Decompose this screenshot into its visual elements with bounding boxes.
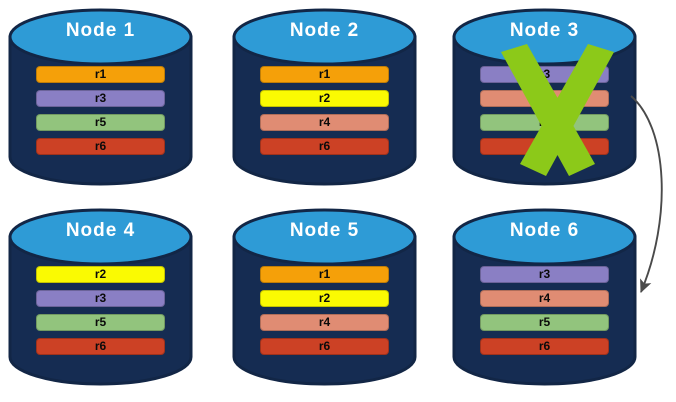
record-bar[interactable]: r6	[480, 338, 609, 355]
record-bar[interactable]: r5	[480, 114, 609, 131]
record-bar[interactable]: r5	[480, 314, 609, 331]
record-bar[interactable]: r2	[260, 290, 389, 307]
record-bar[interactable]: r2	[260, 90, 389, 107]
record-bar[interactable]: r4	[480, 90, 609, 107]
record-bar[interactable]: r6	[260, 138, 389, 155]
record-bar[interactable]: r4	[260, 114, 389, 131]
record-bar[interactable]: r2	[36, 266, 165, 283]
cylinder-top-disc	[232, 8, 417, 66]
cylinder-top-disc	[452, 208, 637, 266]
record-bar[interactable]: r3	[36, 90, 165, 107]
record-bar[interactable]: r6	[260, 338, 389, 355]
record-bar[interactable]: r3	[480, 266, 609, 283]
record-list: r1 r3 r5 r6	[36, 66, 165, 155]
cylinder-top-disc	[8, 8, 193, 66]
record-list: r2 r3 r5 r6	[36, 266, 165, 355]
record-bar[interactable]: r1	[36, 66, 165, 83]
record-bar[interactable]: r1	[260, 266, 389, 283]
record-bar[interactable]: r4	[260, 314, 389, 331]
record-bar[interactable]: r4	[480, 290, 609, 307]
record-bar[interactable]: r3	[480, 66, 609, 83]
record-bar[interactable]: r6	[480, 138, 609, 155]
cylinder-top-disc	[8, 208, 193, 266]
record-bar[interactable]: r6	[36, 138, 165, 155]
cylinder-top-disc	[452, 8, 637, 66]
record-list: r3 r4 r5 r6	[480, 266, 609, 355]
cylinder-top-disc	[232, 208, 417, 266]
record-bar[interactable]: r5	[36, 314, 165, 331]
record-bar[interactable]: r3	[36, 290, 165, 307]
record-bar[interactable]: r6	[36, 338, 165, 355]
record-list: r3 r4 r5 r6	[480, 66, 609, 155]
record-bar[interactable]: r5	[36, 114, 165, 131]
record-list: r1 r2 r4 r6	[260, 266, 389, 355]
record-bar[interactable]: r1	[260, 66, 389, 83]
record-list: r1 r2 r4 r6	[260, 66, 389, 155]
